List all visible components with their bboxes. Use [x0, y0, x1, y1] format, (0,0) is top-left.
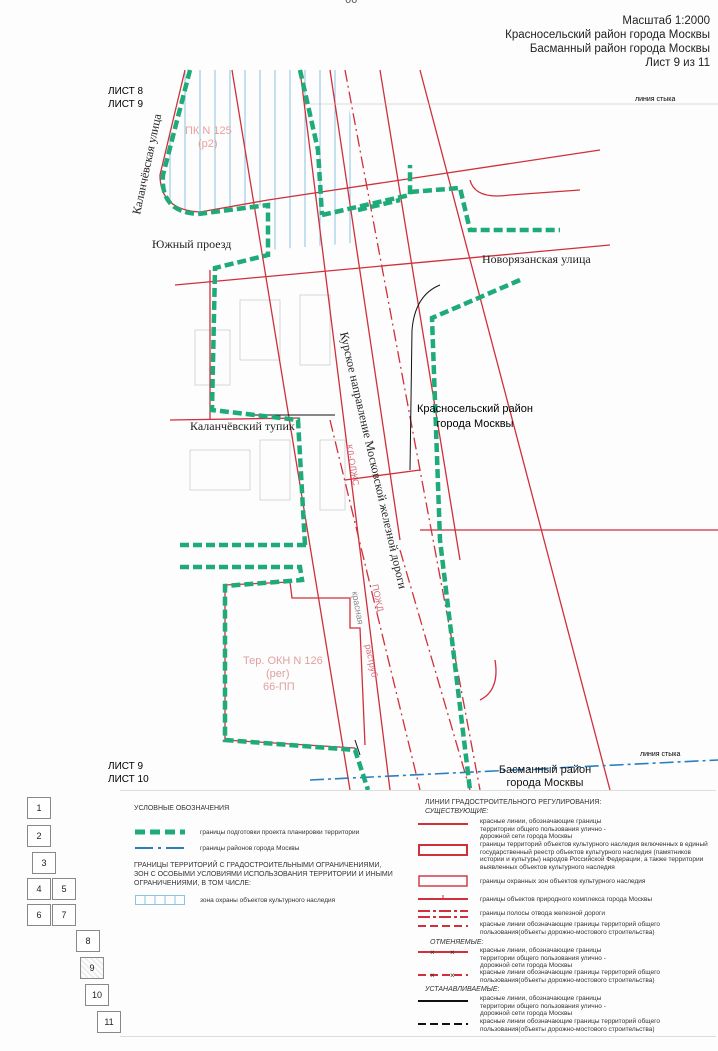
- hatch-symbol: [135, 895, 185, 905]
- sheet-index-6[interactable]: 6: [27, 904, 51, 926]
- sheet-index-11[interactable]: 11: [97, 1011, 121, 1033]
- legend-established-heading: УСТАНАВЛИВАЕМЫЕ:: [425, 986, 500, 993]
- sheet-index-7[interactable]: 7: [52, 904, 76, 926]
- sheet-label-10: ЛИСТ 10: [108, 774, 149, 785]
- okn-doc-label: 66-ПП: [263, 681, 295, 693]
- street-label-yuzhny: Южный проезд: [152, 237, 231, 251]
- svg-text:×: ×: [450, 948, 455, 956]
- red-box-symbol: [418, 844, 468, 856]
- district-label-basmanny-2: города Москвы: [507, 777, 584, 789]
- legend-established-1: красные линии, обозначающие границы терр…: [480, 995, 606, 1017]
- legend-planning-boundary: границы подготовки проекта планировки те…: [200, 829, 360, 836]
- red-crossed-symbol: ××: [418, 948, 468, 956]
- red-tick-symbol: [418, 895, 468, 900]
- scale-label: Масштаб 1:2000: [622, 15, 710, 27]
- rastrub-label: раструб: [363, 643, 380, 678]
- junction-line-label: линия стыка: [635, 96, 675, 103]
- red-dashdot-symbol: [418, 910, 468, 918]
- junction-line-label-bottom: линия стыка: [640, 751, 680, 758]
- street-label-novoryazanskaya: Новорязанская улица: [482, 252, 591, 266]
- legend-existing-1: красные линии, обозначающие границы терр…: [480, 818, 606, 840]
- legend-cancelled-2: красные линии обозначающие границы терри…: [480, 969, 660, 984]
- red-dashed-crossed-symbol: ××: [418, 971, 468, 979]
- legend-existing-2: границы территорий объектов культурного …: [480, 841, 708, 871]
- sheet-label-8: ЛИСТ 8: [108, 86, 144, 97]
- page-number: 66: [345, 0, 358, 6]
- krasnaya-label: красная: [350, 591, 366, 626]
- legend: УСЛОВНЫЕ ОБОЗНАЧЕНИЯ границы подготовки …: [120, 790, 716, 1037]
- legend-cancelled-1: красные линии, обозначающие границы терр…: [480, 947, 606, 969]
- svg-text:×: ×: [450, 971, 455, 979]
- red-dashed-symbol: [418, 925, 468, 927]
- district-label-krasnoselsky: Красносельский район: [417, 403, 533, 415]
- legend-existing-6: красные линии обозначающие границы терри…: [480, 921, 660, 936]
- legend-restrictions-heading: ГРАНИЦЫ ТЕРРИТОРИЙ С ГРАДОСТРОИТЕЛЬНЫМИ …: [134, 862, 393, 887]
- pk-label: ПК N 125: [185, 125, 232, 137]
- sheet-index-10[interactable]: 10: [85, 984, 109, 1006]
- sheet-label: Лист 9 из 11: [645, 57, 710, 69]
- svg-text:×: ×: [430, 971, 435, 979]
- black-solid-symbol: [418, 1000, 468, 1002]
- street-label-tupik: Каланчёвский тупик: [190, 419, 295, 433]
- legend-existing-3: границы охранных зон объектов культурног…: [480, 878, 646, 885]
- street-label-kalanchevskaya: Каланчёвская улица: [129, 112, 164, 216]
- sheet-index-8[interactable]: 8: [76, 930, 100, 952]
- legend-established-2: красные линии обозначающие границы терри…: [480, 1018, 660, 1033]
- legend-district-boundary: границы районов города Москвы: [200, 845, 300, 852]
- planning-project-boundary: [160, 69, 560, 790]
- building-outlines: [189, 294, 346, 511]
- sheet-index-5[interactable]: 5: [52, 878, 76, 900]
- blue-dashdot-symbol: [135, 847, 185, 849]
- district-krasnoselsky-label: Красносельский район города Москвы: [505, 29, 710, 41]
- sheet-index-9-current[interactable]: 9: [80, 957, 104, 979]
- sheet-label-9: ЛИСТ 9: [108, 99, 144, 110]
- district-label-krasnoselsky-2: города Москвы: [437, 418, 514, 430]
- pozhd-label: ПОЖД: [370, 583, 386, 612]
- pk-sub-label: (р2): [198, 138, 218, 150]
- district-label-basmanny: Басманный район: [499, 764, 591, 776]
- okn-sub-label: (рег): [266, 668, 290, 680]
- legend-cancelled-heading: ОТМЕНЯЕМЫЕ:: [430, 939, 484, 946]
- district-boundary: [309, 759, 718, 781]
- header-block: Масштаб 1:2000 Красносельский район горо…: [505, 14, 710, 70]
- legend-title: УСЛОВНЫЕ ОБОЗНАЧЕНИЯ: [134, 805, 230, 812]
- black-dashed-symbol: [418, 1023, 468, 1025]
- district-basmanny-label: Басманный район города Москвы: [529, 43, 710, 55]
- legend-existing-5: границы полосы отвода железной дороги: [480, 910, 606, 917]
- sheet-index-4[interactable]: 4: [27, 878, 51, 900]
- red-solid-symbol: [418, 823, 468, 825]
- sheet-index-1[interactable]: 1: [27, 797, 51, 819]
- legend-regulation-heading: ЛИНИИ ГРАДОСТРОИТЕЛЬНОГО РЕГУЛИРОВАНИЯ:: [425, 799, 602, 806]
- svg-text:×: ×: [430, 948, 435, 956]
- map-canvas: ЛИСТ 8 ЛИСТ 9 линия стыка ЛИСТ 9 ЛИСТ 10…: [108, 69, 718, 790]
- sheet-index-3[interactable]: 3: [32, 852, 56, 874]
- red-box-thin-symbol: [418, 875, 468, 887]
- legend-existing-4: границы объектов природного комплекса го…: [480, 896, 652, 903]
- legend-heritage-zone: зона охраны объектов культурного наследи…: [200, 897, 336, 904]
- legend-existing-heading: СУЩЕСТВУЮЩИЕ:: [425, 808, 489, 815]
- heritage-protection-zone: [169, 70, 351, 250]
- okn-label: Тер. ОКН N 126: [243, 655, 323, 667]
- green-dashed-symbol: [135, 829, 185, 835]
- sheet-index-2[interactable]: 2: [27, 825, 51, 847]
- sheet-label-9-bottom: ЛИСТ 9: [108, 761, 144, 772]
